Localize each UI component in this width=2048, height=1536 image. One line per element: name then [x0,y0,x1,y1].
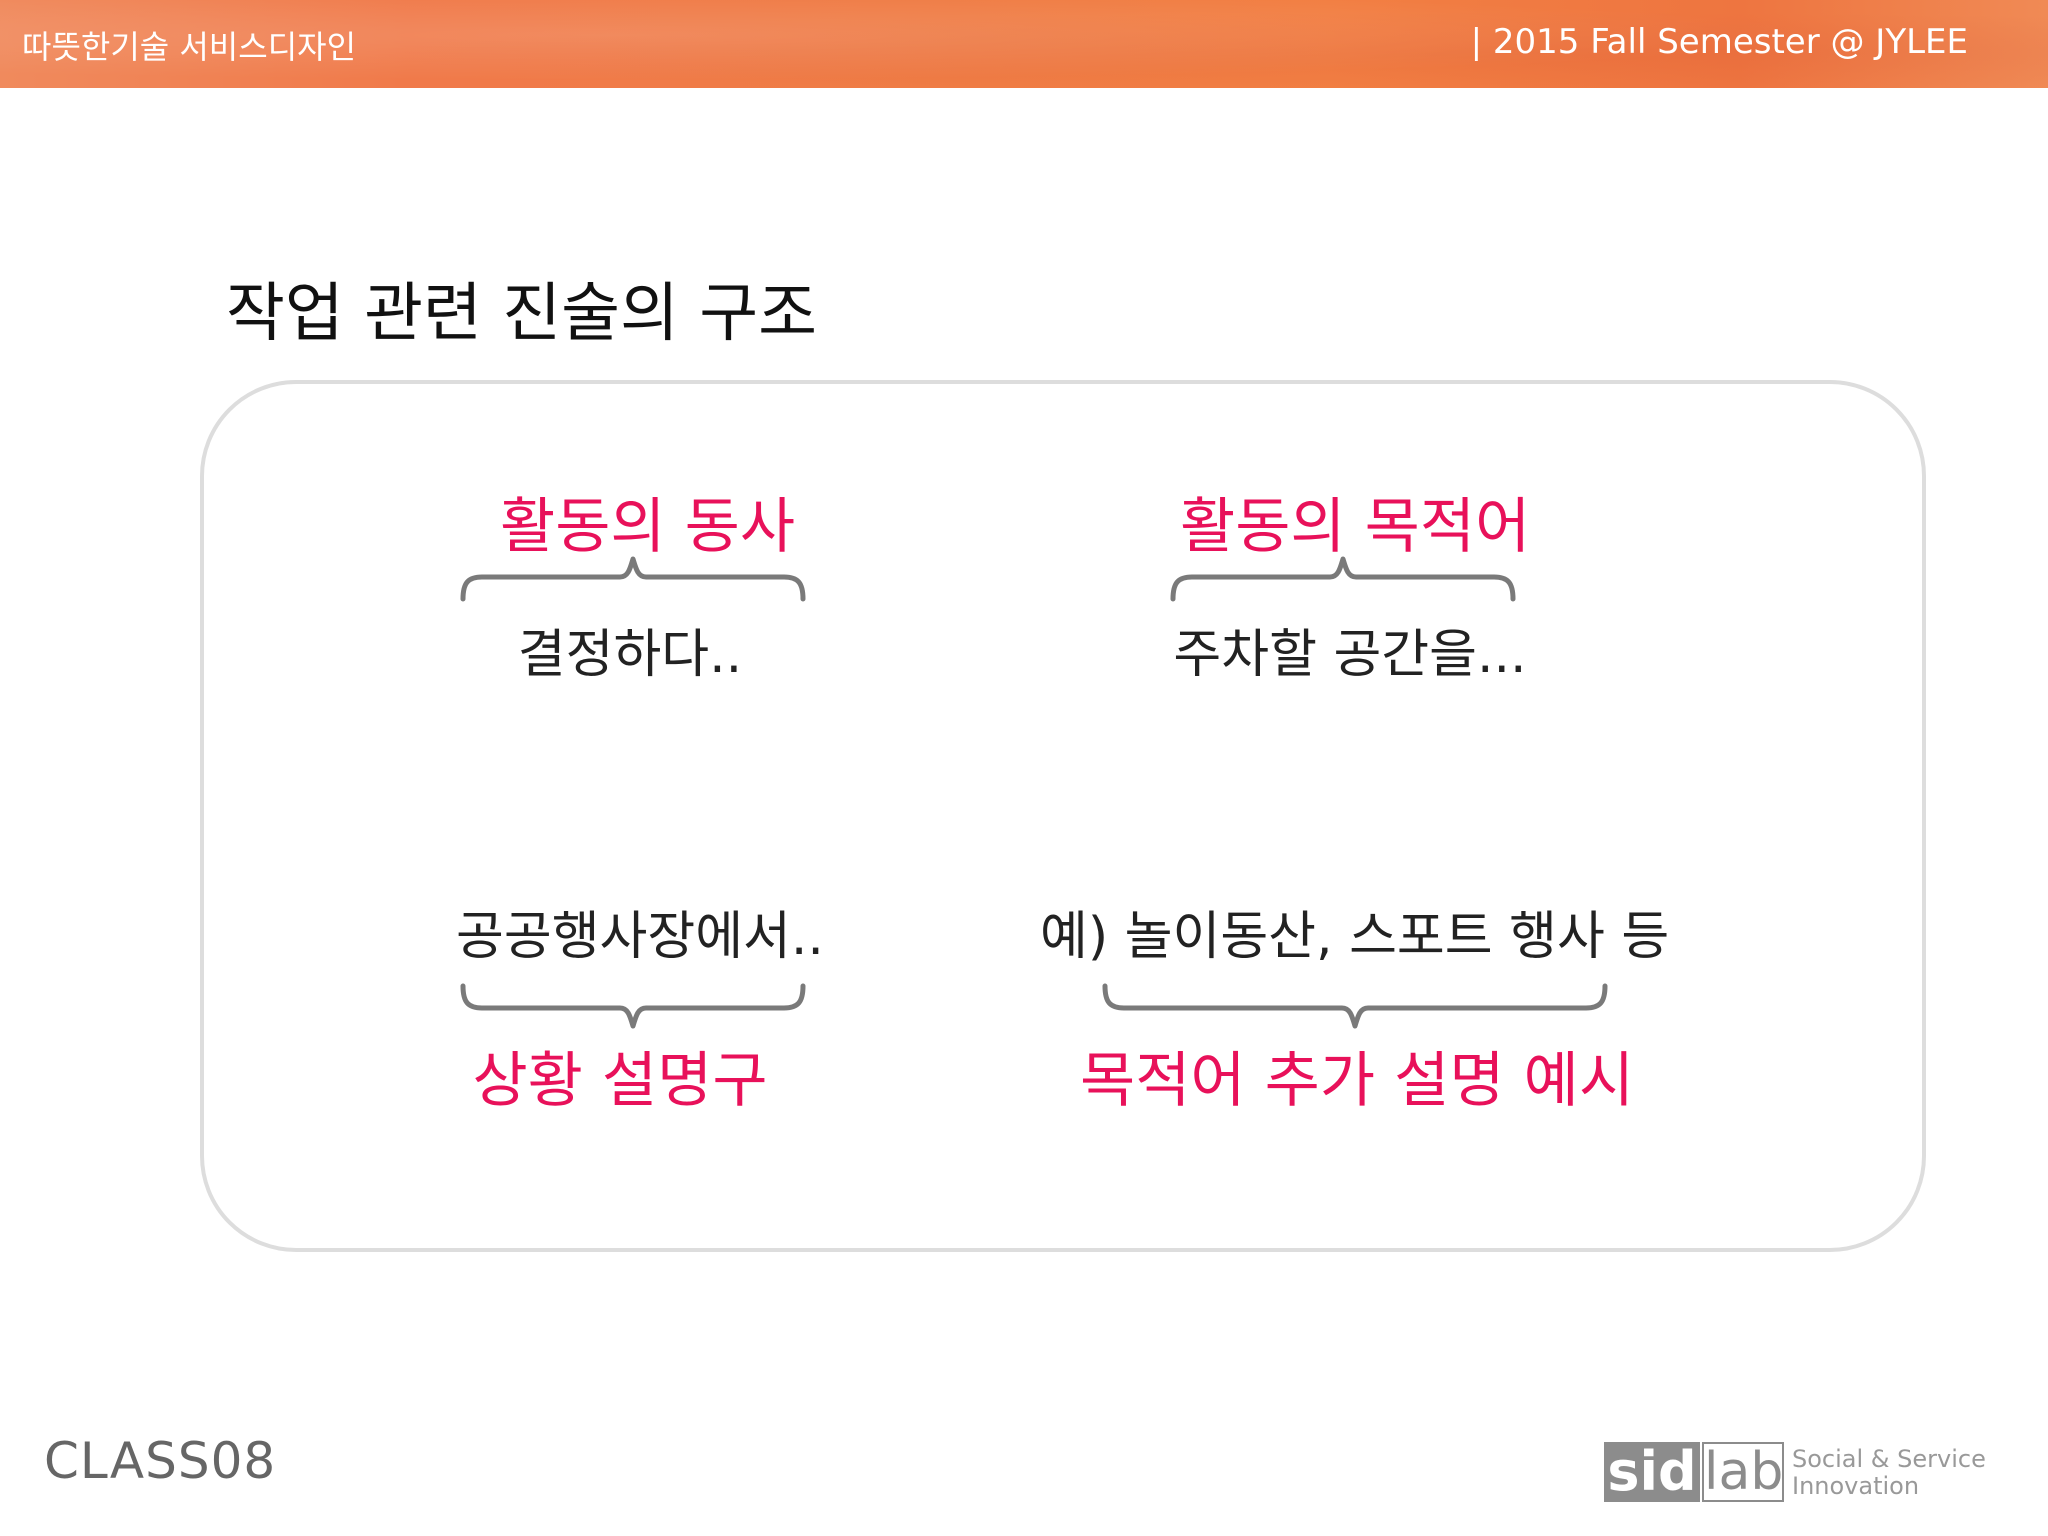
brace-bottom-left [460,983,806,1029]
object-extra-label: 목적어 추가 설명 예시 [1080,1046,1635,1116]
situation-phrase-label: 상황 설명구 [472,1046,768,1116]
activity-object-example: 주차할 공간을... [1173,625,1527,685]
logo-tagline: Social & Service Innovation [1792,1446,1986,1500]
brace-top-right [1170,556,1516,602]
content-box [200,380,1926,1252]
slide-title: 작업 관련 진술의 구조 [226,277,817,351]
semester-label: | 2015 Fall Semester @ JYLEE [1470,22,1968,62]
header-banner: 따뜻한기술 서비스디자인 | 2015 Fall Semester @ JYLE… [0,0,2048,88]
logo-lab-mark: lab [1702,1442,1784,1502]
activity-verb-label: 활동의 동사 [500,492,796,562]
logo-sid-mark: sid [1604,1442,1700,1502]
brace-top-left [460,556,806,602]
logo-tagline-line-2: Innovation [1792,1472,1920,1500]
course-title: 따뜻한기술 서비스디자인 [22,28,357,66]
activity-object-label: 활동의 목적어 [1180,492,1531,562]
situation-phrase-example: 공공행사장에서.. [456,907,824,967]
activity-verb-example: 결정하다.. [517,625,743,685]
brace-bottom-right [1102,983,1608,1029]
logo-tagline-line-1: Social & Service [1792,1445,1986,1473]
object-extra-example: 예) 놀이동산, 스포트 행사 등 [1040,907,1670,967]
class-label: CLASS08 [44,1432,277,1490]
